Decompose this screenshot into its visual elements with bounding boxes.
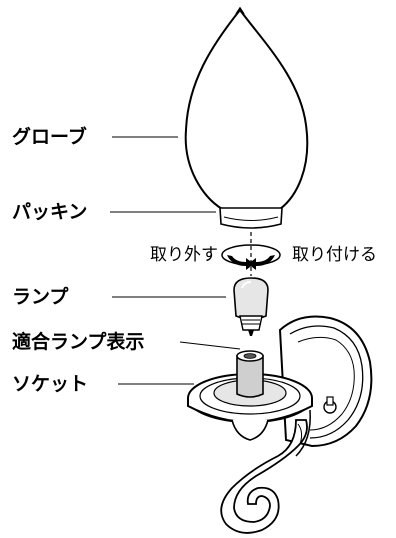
action-attach: 取り付ける (292, 245, 377, 265)
label-lamp: ランプ (12, 286, 69, 308)
leader-line-lamp-indicator (179, 341, 241, 350)
lamp-shape (233, 277, 269, 320)
attach-arrow-icon (248, 255, 275, 270)
mount-plate (278, 315, 373, 448)
lamp-base (239, 315, 263, 331)
label-packing: パッキン (12, 201, 88, 223)
label-lamp-indicator: 適合ランプ表示 (12, 331, 145, 353)
label-socket: ソケット (12, 373, 89, 395)
scroll-arm (220, 419, 308, 534)
lamp-pin (248, 330, 254, 336)
packing-shape (219, 207, 283, 229)
packing-bottom (223, 216, 279, 221)
remove-arrow-icon (227, 255, 254, 270)
socket-stem (236, 355, 264, 398)
label-globe: グローブ (12, 126, 87, 148)
action-remove: 取り外す (150, 245, 218, 265)
lamp-highlight (241, 281, 252, 289)
globe-shape (184, 8, 309, 210)
globe-tip (235, 6, 245, 15)
